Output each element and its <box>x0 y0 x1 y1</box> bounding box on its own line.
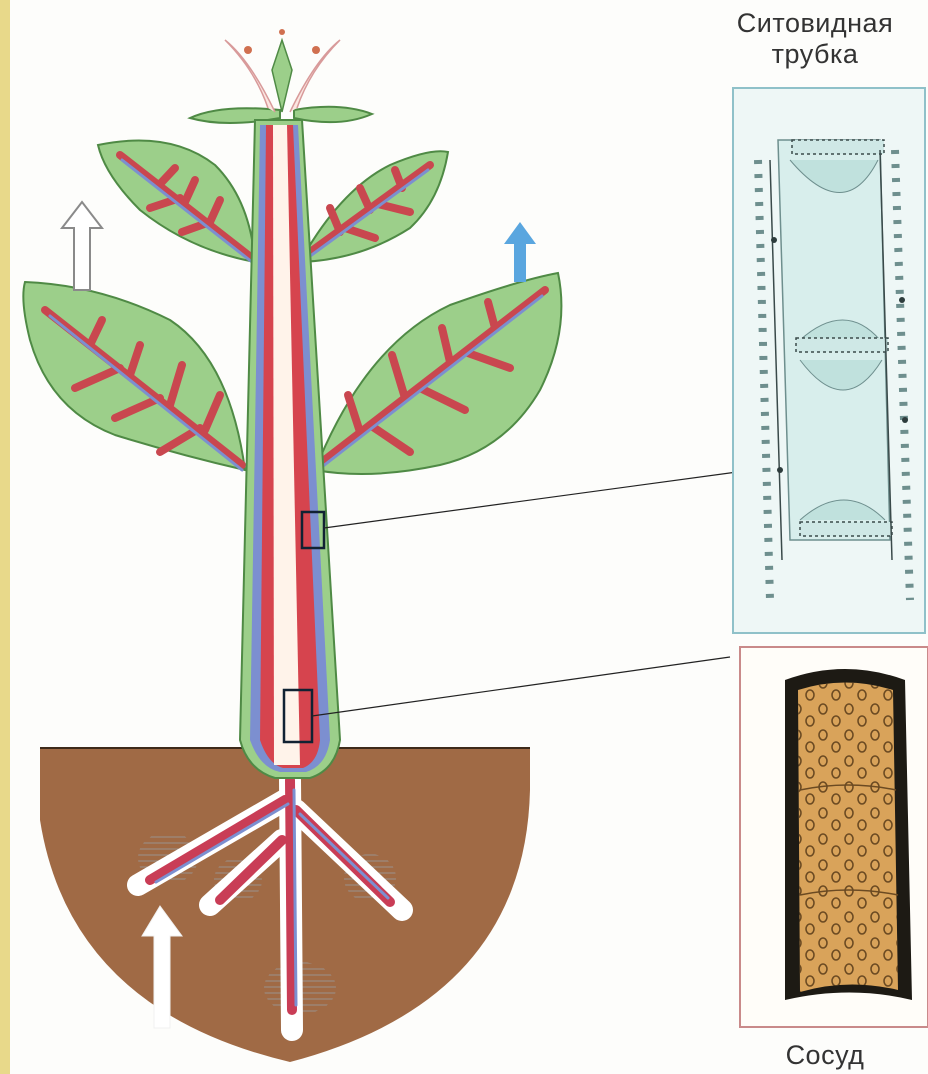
vessel-leader-line <box>312 657 730 716</box>
sieve-tube-label-line2: трубка <box>702 39 928 70</box>
diagram-stage: Ситовидная трубка Сосуд <box>10 0 928 1074</box>
up-arrow-icon-blue <box>504 222 536 282</box>
plant-transport-diagram <box>10 0 928 1074</box>
sieve-tube-panel <box>733 88 925 633</box>
vessel-label: Сосуд <box>750 1040 900 1071</box>
flower <box>225 29 340 112</box>
sieve-tube-leader-line <box>324 472 737 528</box>
flower-sepal-right <box>294 107 372 122</box>
sieve-tube-label-line1: Ситовидная <box>702 8 928 39</box>
sieve-tube-label: Ситовидная трубка <box>702 8 928 70</box>
up-arrow-icon-outline <box>62 202 102 290</box>
vessel-panel <box>740 647 928 1027</box>
